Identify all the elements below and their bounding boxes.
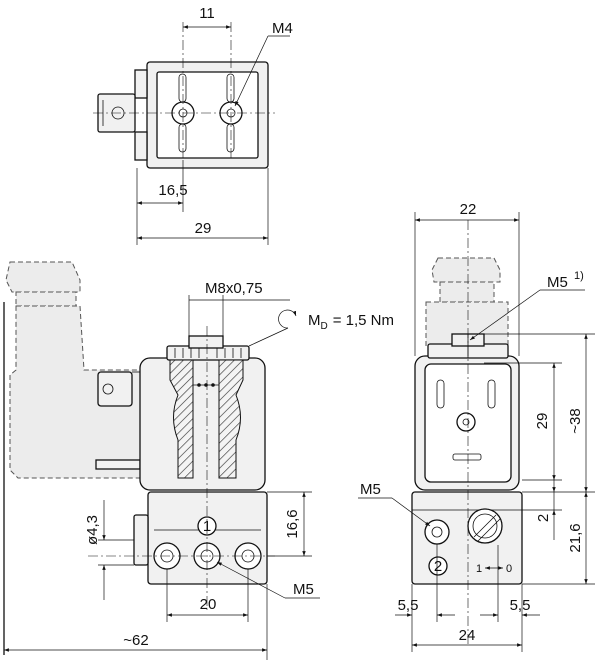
connector-lug <box>134 131 148 161</box>
dim-width-bottom-label: 24 <box>459 627 476 644</box>
port-m5 <box>424 519 450 545</box>
connector-lug <box>134 69 148 99</box>
dim-height-label: 16,5 <box>158 182 187 199</box>
dim-total-length-label: ~62 <box>123 632 148 649</box>
port-2-marker <box>428 556 448 576</box>
slot <box>487 379 496 409</box>
side-bore <box>133 514 149 566</box>
valve-body <box>147 491 268 585</box>
pin-terminal <box>95 459 141 470</box>
port-2-label: 2 <box>434 558 442 575</box>
footnote-marker: 1) <box>574 270 584 282</box>
dim-left-label: 5,5 <box>398 597 419 614</box>
ground-slot <box>452 453 482 461</box>
torque-label: MD = 1,5 Nm <box>308 312 394 332</box>
front-view: 1 M8x0,75 MD= 1,5 Nm ø4,3 16,6 <box>3 261 394 660</box>
knurl-marks <box>174 348 242 358</box>
dim-pitch-label: 11 <box>199 5 215 22</box>
side-view: 2 1 0 22 M5 1) 29 ~38 M5 2 <box>358 201 595 652</box>
torque-value: = 1,5 Nm <box>333 312 394 329</box>
torque-symbol: M <box>308 312 321 329</box>
dim-body-height-side-label: 21,6 <box>567 523 584 552</box>
port-thread-label: M5 <box>293 581 314 598</box>
port-m5-label: M5 <box>360 481 381 498</box>
connector-ghost <box>425 257 509 347</box>
dim-right-label: 5,5 <box>510 597 531 614</box>
connector-face <box>156 71 259 159</box>
coil <box>139 357 266 491</box>
thread-m4-label: M4 <box>272 20 293 37</box>
dim-bore-label: ø4,3 <box>84 515 101 545</box>
armature-tube-left <box>169 359 194 479</box>
dim-width-top-label: 22 <box>460 201 477 218</box>
dim-port-pitch-label: 20 <box>200 596 217 613</box>
armature-tube-right <box>218 359 244 479</box>
dim-offset-label: 2 <box>535 514 552 522</box>
dim-body-height-label: 16,6 <box>284 509 301 538</box>
thread-m5-label: M5 <box>547 274 568 291</box>
dim-total-height-label: ~38 <box>567 408 584 433</box>
switch-position-0: 0 <box>506 563 512 575</box>
thread-m8-label: M8x0,75 <box>205 280 263 297</box>
connector-plug-ghost <box>3 261 151 655</box>
dim-width-label: 29 <box>195 220 212 237</box>
flat-tab-terminal <box>97 371 133 407</box>
stem-top <box>188 335 224 349</box>
torque-subscript: D <box>321 321 328 332</box>
switch-position-1: 1 <box>476 563 482 575</box>
dim-coil-height-label: 29 <box>534 413 551 430</box>
screw-boss <box>456 412 476 432</box>
top-view: 11 M4 16,5 29 <box>93 5 293 245</box>
slot <box>436 379 445 409</box>
torque-arrow-icon <box>278 309 297 329</box>
